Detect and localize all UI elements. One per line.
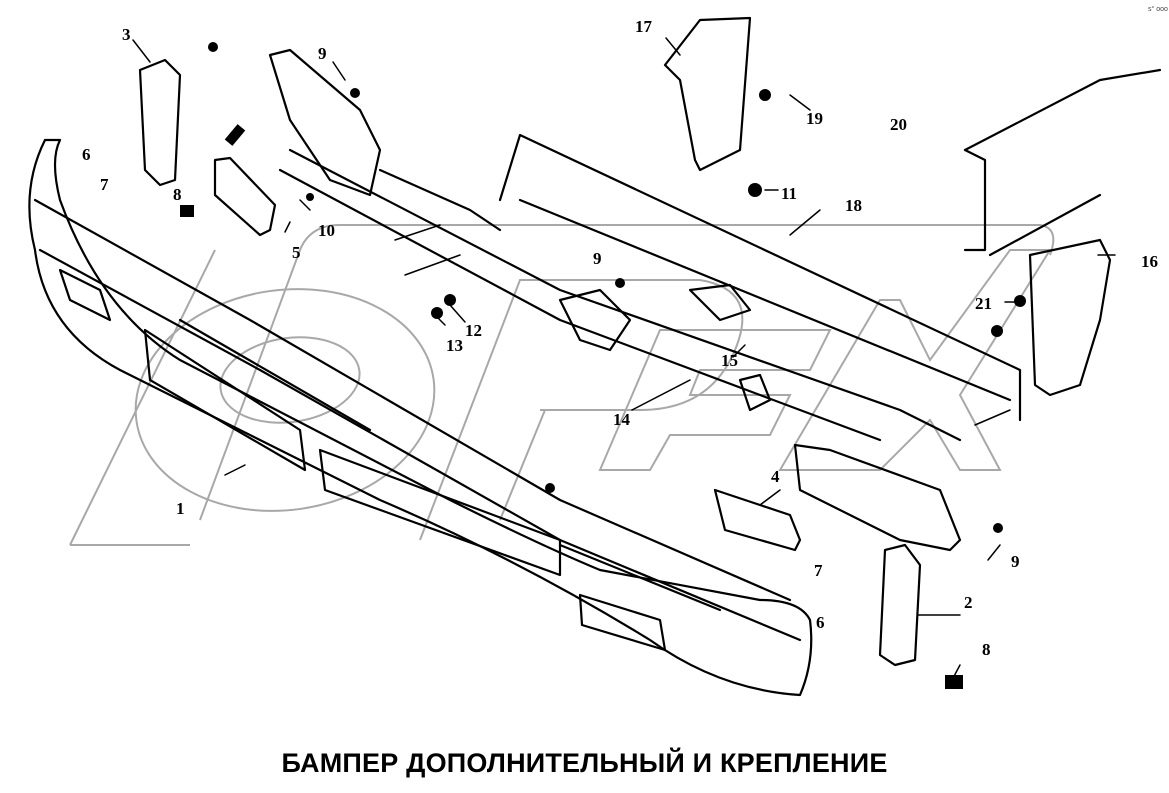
callout-14: 14 bbox=[613, 410, 630, 429]
front-bumper bbox=[28, 138, 813, 697]
callout-5: 5 bbox=[292, 243, 301, 262]
right-lower-bar bbox=[793, 443, 962, 552]
callout-2: 2 bbox=[964, 593, 973, 612]
callout-1: 1 bbox=[176, 499, 185, 518]
callout-17: 17 bbox=[635, 17, 652, 36]
callout-6-right: 6 bbox=[816, 613, 825, 632]
bracket-16 bbox=[1028, 238, 1112, 397]
callout-3: 3 bbox=[122, 25, 131, 44]
diagram-title: БАМПЕР ДОПОЛНИТЕЛЬНЫЙ И КРЕПЛЕНИЕ bbox=[281, 748, 888, 778]
callout-11: 11 bbox=[781, 184, 798, 203]
leader-lines bbox=[132, 37, 1116, 681]
bracket-2 bbox=[878, 543, 922, 667]
bracket-3 bbox=[138, 58, 182, 187]
callout-10: 10 bbox=[318, 221, 335, 240]
callout-6-left: 6 bbox=[82, 145, 91, 164]
callout-12: 12 bbox=[465, 321, 482, 340]
callout-9-mid: 9 bbox=[593, 249, 602, 268]
callout-7-left: 7 bbox=[100, 175, 109, 194]
callout-21: 21 bbox=[975, 294, 992, 313]
callout-9-right: 9 bbox=[1011, 552, 1020, 571]
callout-18: 18 bbox=[845, 196, 862, 215]
callout-4: 4 bbox=[771, 467, 780, 486]
center-beam bbox=[278, 133, 1022, 442]
callout-8-left: 8 bbox=[173, 185, 182, 204]
fasteners bbox=[180, 42, 1026, 689]
callout-8-right: 8 bbox=[982, 640, 991, 659]
callout-16: 16 bbox=[1141, 252, 1158, 271]
callout-20: 20 bbox=[890, 115, 907, 134]
bracket-17 bbox=[663, 16, 752, 172]
lamp-left bbox=[213, 156, 277, 237]
watermark bbox=[69, 224, 1055, 546]
callout-13: 13 bbox=[446, 336, 463, 355]
callout-9-top: 9 bbox=[318, 44, 327, 63]
corner-mark: s° ooo bbox=[1148, 6, 1168, 13]
frame-rail bbox=[963, 68, 1162, 257]
callout-7-right: 7 bbox=[814, 561, 823, 580]
callout-19: 19 bbox=[806, 109, 823, 128]
callout-15: 15 bbox=[721, 351, 738, 370]
lamp-right bbox=[713, 488, 802, 552]
left-upper-bar bbox=[268, 48, 502, 232]
